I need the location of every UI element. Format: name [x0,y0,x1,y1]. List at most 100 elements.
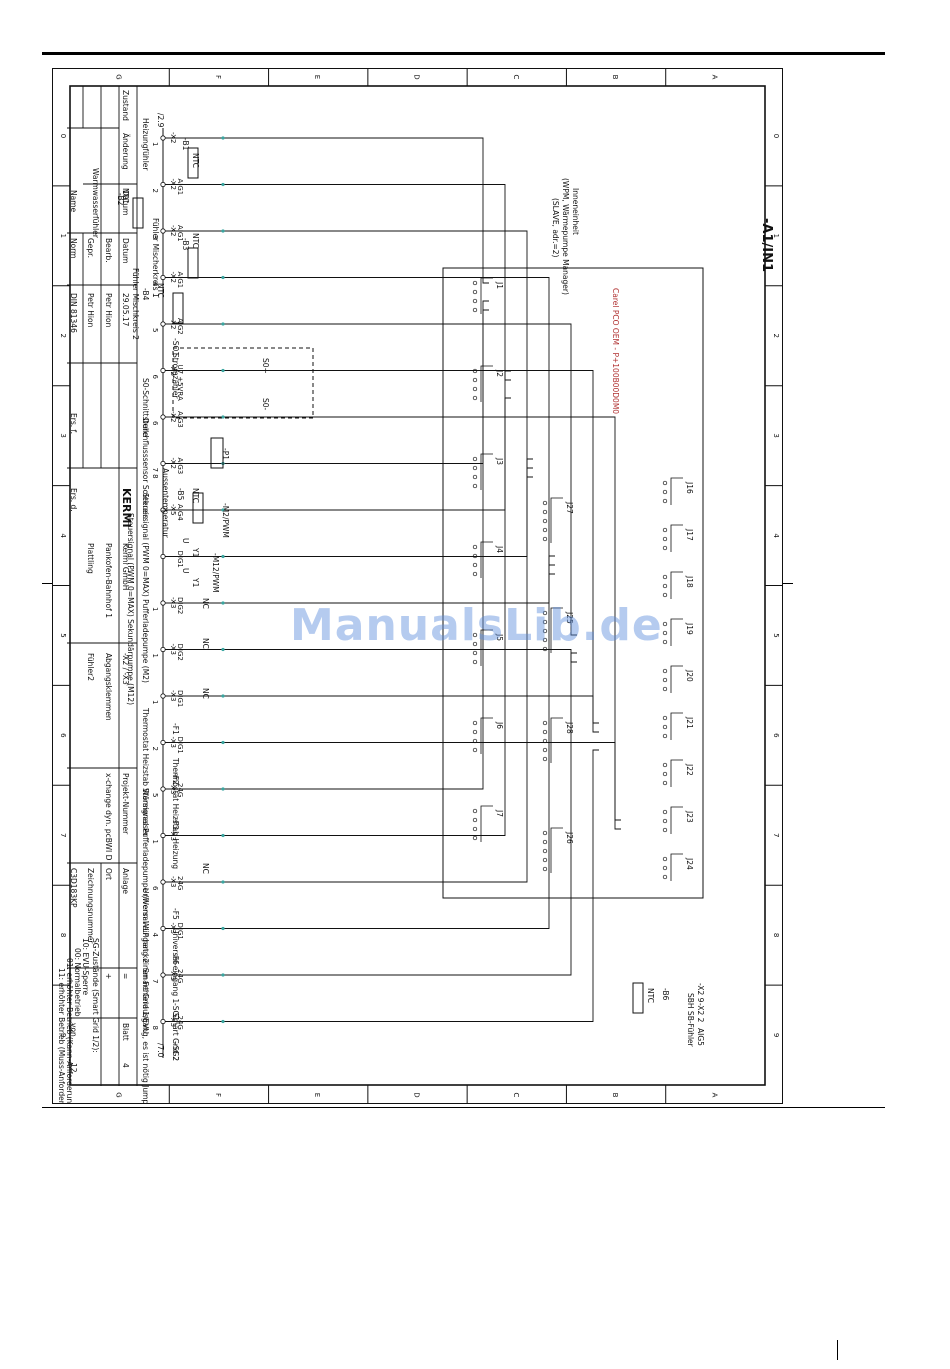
frame-number-left: 8 [59,933,67,937]
terminal-node [160,739,166,746]
connector-pin [472,632,478,638]
connector-label: J1 [495,281,504,289]
controller-box [442,267,704,899]
terminal-signal-label: DIG1 [176,737,184,754]
ntc-b6: NTC [646,988,655,1003]
terminal-number: 4 [151,282,159,287]
junction-dot [221,601,225,605]
frame-letter-top: E [313,75,321,79]
connector-bracket [480,805,493,842]
connector-pin [662,536,668,542]
title-block-text: Zustand Änderung Datum Datum 29.05.17 Be… [69,90,133,1073]
frame-ticks [52,68,783,1103]
terminal-x-label: -X3 [169,690,177,701]
connector-pin [472,465,478,471]
frame-number-left: 5 [59,633,67,637]
connector-pin [542,518,548,524]
tb-zustand: Zustand [121,90,130,121]
terminal-x-label: -X3 [169,830,177,841]
connector-pin [472,650,478,656]
terminal-node [160,228,166,234]
nc-3: NC [201,688,210,699]
frame-letter-top: B [611,75,619,80]
tb-von: von [69,1023,78,1037]
component-f1: -F1 [171,723,180,735]
terminal-x-label: -X3 [169,644,177,655]
connector-bracket [550,827,563,873]
terminal-x-label: -X2 [169,225,177,236]
terminal-signal-label: 24G [176,1016,184,1030]
tb-blatt: Blatt [121,1023,130,1041]
frame-letter-bottom: E [313,1093,321,1097]
connector-label: J24 [685,857,694,870]
component-b3: -B3 [181,238,190,251]
connector-pin [662,809,668,815]
connector-pin [542,830,548,836]
junction-dot [221,368,225,373]
ntc-b5: NTC [191,488,200,503]
tb-anlage: Anlage [121,868,130,894]
frame-number-right: 6 [772,733,780,738]
frame-number-left: 6 [59,733,67,738]
terminal-signal-label: AIG3 [176,458,184,475]
connector-pin [472,835,478,841]
connector-pin [662,827,668,833]
wire [163,467,533,557]
connector-bracket [670,571,683,599]
frame-letter-top: G [115,74,123,79]
terminal-node [160,693,166,699]
wire [163,137,489,284]
tb-aenderung: Änderung [121,133,130,170]
tb-name-col: Name [69,190,78,213]
connector-pin [472,553,478,559]
ref-top: /2.9 [156,113,165,128]
terminal-node [160,600,166,606]
connector-pin [472,817,478,823]
resistor-b4 [172,292,184,324]
connector-label: J16 [685,481,694,494]
terminal-number: 1 [151,700,159,704]
connector-bracket [670,618,683,646]
component-b4: -B4 [141,288,150,301]
connector-pin [542,500,548,506]
connector-bracket [550,497,563,543]
wiring [163,137,621,1022]
connector-pin [472,368,478,374]
component-f2: -F2 [171,773,180,785]
connector-label: J5 [495,633,504,641]
connector-pin [542,509,548,515]
wire [163,277,555,575]
junction-dot [221,647,225,652]
connector-bracket [480,717,493,754]
tb-von-value: 12 [69,1063,78,1073]
tb-sheet-sub1: Abgangsklemmen [104,653,113,721]
terminal-node [160,832,166,839]
terminal-x-label: -X2 [169,318,177,329]
junction-dot [221,694,225,698]
tb-sheet-title: -X2 / -X3 [121,653,130,685]
resistor-b1 [187,147,199,179]
junction-dot [221,740,225,745]
connector-pin [542,729,548,735]
watermark: ManualsLib.de [290,600,663,651]
resistor-b3 [187,247,199,279]
aig5: AIG5 [696,1028,705,1046]
tb-ers-f: Ers. f. [69,413,78,434]
connector-pin [542,610,548,616]
connector-pin [662,724,668,730]
terminal-number: 7 8 [151,468,159,479]
descriptions: Heizungfühler Warmwasserfühler Fühler Mi… [57,118,695,1104]
connector-bracket [670,524,683,552]
label-steuer-puffer: Steuersignal (PWM 0=MAX) Pufferladepumpe… [141,493,150,683]
ref-bottom: /7.0 [156,1043,165,1058]
s0-minus: S0- [261,398,270,411]
resistor-b5 [192,492,204,524]
frame-number-right: 7 [772,833,780,837]
label-stoer: Störsignal Pufferladepumpe (Wenn WLP hat… [141,788,150,1104]
connector-pin [662,762,668,768]
